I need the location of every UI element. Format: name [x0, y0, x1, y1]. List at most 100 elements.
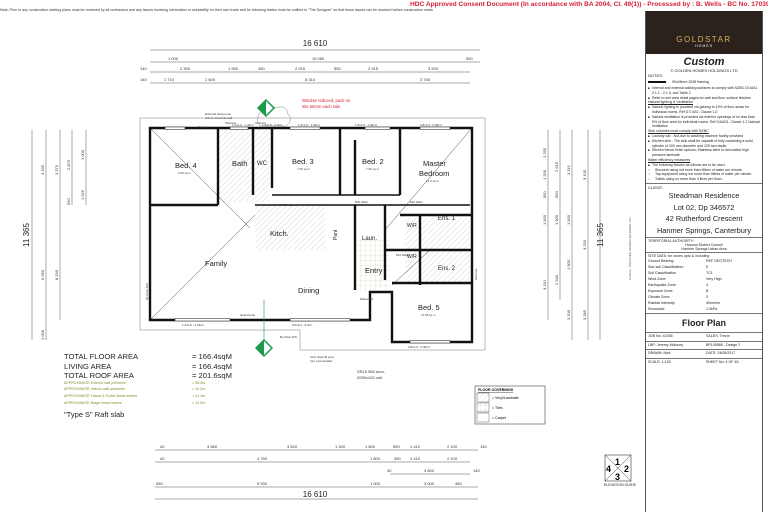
drawing-label: 9.56 sq m	[178, 171, 192, 175]
drawing-label: 1 300	[335, 444, 346, 449]
drawing-label: 2 915	[368, 66, 379, 71]
drawing-label: 9 930	[257, 481, 268, 486]
drawing-label: 8 310	[305, 77, 316, 82]
drawing-label: 2 940	[554, 274, 559, 285]
drawing-label: 2 915	[295, 66, 306, 71]
drawing-label: 1 900	[566, 259, 571, 270]
garage-door-note: SR15 560 door,2050x102 unit	[357, 369, 385, 380]
room-entry: Entry	[365, 266, 383, 275]
drawing-label: 11.58 sq m	[421, 313, 436, 317]
room-ensuite-1: Ens. 1	[438, 216, 456, 222]
dims-bottom-row3: 40 3 600 140	[387, 468, 480, 473]
drawing-label: By Pass N/S	[280, 335, 297, 339]
slab-type: "Type S" Raft slab	[64, 409, 125, 419]
drawing-label: 8 150	[54, 269, 59, 280]
room-family: Family	[205, 259, 227, 268]
drawing-label: 1 950	[228, 66, 239, 71]
drawing-label: 140	[140, 77, 147, 82]
drawing-label: 550	[334, 66, 341, 71]
room-bed-3: Bed. 3	[292, 157, 314, 166]
drawing-label: 1 000	[370, 481, 381, 486]
designer-note: Note: Prior to any construction starting…	[0, 8, 433, 12]
drawing-label: site 50mm each side	[302, 104, 341, 109]
drawing-label: 3 000	[424, 481, 435, 486]
drawing-label: = Vinyl/Laminate	[492, 396, 519, 400]
drawing-label: 3.0x2.0 - 6.0m²	[292, 323, 312, 327]
drawing-label: 810 slider	[410, 200, 423, 204]
drawing-label: 1 410	[410, 444, 421, 449]
dim-right-overall: 11 365	[596, 223, 605, 247]
drawing-label: 3 285	[582, 309, 587, 320]
drawing-label: 1 800	[370, 456, 381, 461]
drawing-label: 2 615	[554, 161, 559, 172]
consent-banner: HDC Approved Consent Document (In accord…	[410, 1, 768, 8]
room-wir-1: W/R	[407, 223, 417, 229]
room-bath: Bath	[232, 159, 247, 168]
room-bed-4: Bed. 4	[175, 161, 197, 170]
drawing-label: 3 600	[424, 468, 435, 473]
drawing-label: 3 115	[566, 165, 571, 175]
room-laundry: Laun.	[362, 236, 377, 242]
drawing-label: 2050x102 unit	[357, 375, 383, 380]
room-dining: Dining	[298, 286, 319, 295]
drawing-label: Obscure	[255, 121, 267, 125]
drawing-label: 2 100	[447, 456, 458, 461]
drawing-label: 40	[160, 456, 165, 461]
drawing-label: 1	[615, 457, 620, 467]
drawing-label: 7.65 sq m	[366, 167, 380, 171]
drawing-label: 140	[140, 66, 147, 71]
room-bed-5: Bed. 5	[418, 303, 440, 312]
drawing-label: 3	[615, 472, 620, 482]
drawing-label: 6 050	[40, 269, 45, 280]
drawing-label: 1 900	[554, 214, 559, 225]
drawing-label: 1 025	[80, 189, 85, 200]
drawing-label: 12.9 sq m	[426, 179, 440, 183]
drawing-label: 2 300	[180, 66, 191, 71]
drawing-label: Bedroom	[419, 169, 449, 178]
drawing-label: 1 900	[542, 214, 547, 225]
drawing-label: 1 900	[566, 214, 571, 225]
drawing-label: 950	[542, 191, 547, 198]
drawing-label: External heat pump	[205, 112, 231, 116]
drawing-label: 1 000	[40, 329, 45, 340]
room-wir-2: W/R	[407, 254, 417, 260]
drawing-label: 4 335	[40, 164, 45, 175]
drawing-label: 1.2x1.2 - 1.44m²	[232, 123, 254, 127]
drawing-label: 3 105	[582, 169, 587, 180]
drawing-label: 1.2x1.8 - 2.16m²	[182, 323, 204, 327]
drawing-label: Window reduced, pack on	[302, 98, 351, 103]
drawing-label: 140	[480, 444, 487, 449]
drawing-label: Swales	[198, 125, 208, 129]
room-labels: Bed. 49.56 sq m Bath WC Bed. 37.65 sq m …	[175, 157, 456, 317]
drawing-label: 40	[387, 468, 392, 473]
area-summary: TOTAL FLOOR AREA= 166.4sqM LIVING AREA= …	[64, 352, 232, 419]
drawing-label: 810 slider	[282, 203, 295, 207]
drawing-label: 810 slider	[355, 200, 368, 204]
dim-left-overall: 11 365	[22, 223, 31, 247]
room-master-bedroom: Master	[423, 159, 446, 168]
drawing-label: 0.8x1.6 - 0.96m²	[408, 345, 430, 349]
roof-hip-lines	[139, 117, 486, 351]
drawing-label: 3 375	[54, 164, 59, 175]
elevation-guide-label: ELEVATION GUIDE	[603, 483, 637, 487]
floor-coverings-legend: FLOOR COVERINGS = Vinyl/Laminate = Tiles…	[474, 385, 546, 425]
drawing-label: 140	[473, 468, 480, 473]
dimension-lines	[31, 49, 601, 500]
drawing-label: Heat Pump	[240, 313, 255, 317]
drawing-label: 950	[554, 191, 559, 198]
dim-top-overall: 16 610	[303, 39, 328, 48]
drawing-label: = Carpet	[492, 416, 506, 420]
drawing-label: 1.2x1.6 - 1.92m²	[355, 123, 377, 127]
dim-bottom-overall: 16 610	[303, 490, 328, 499]
